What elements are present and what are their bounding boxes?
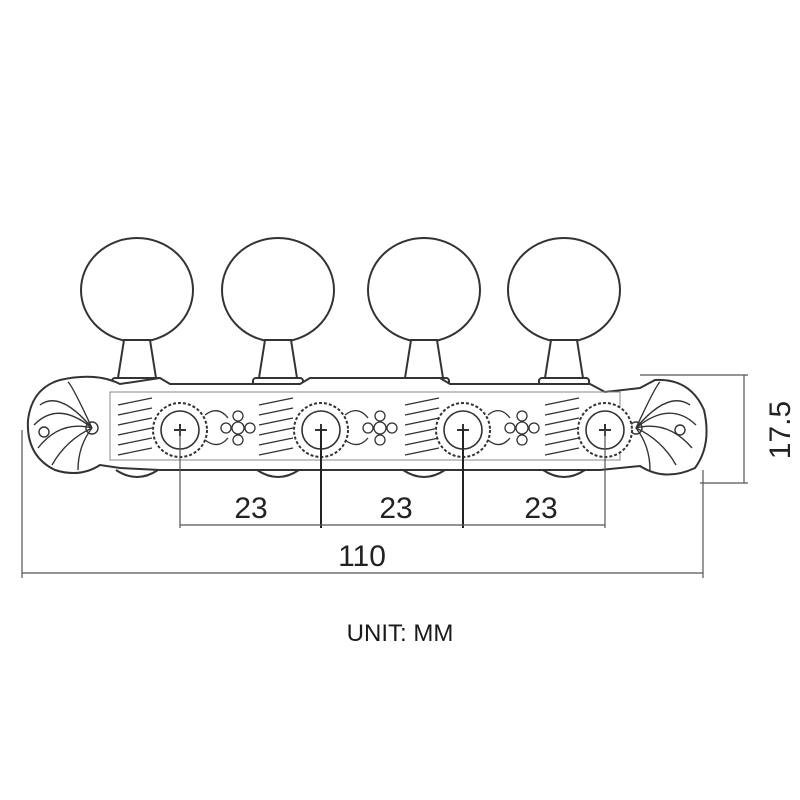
- left-fan-ornament: [33, 381, 99, 471]
- floral-ornaments: [204, 410, 540, 446]
- tuner-knob-1: [80, 237, 194, 389]
- tuner-knob-3: [367, 237, 481, 389]
- dimension-spacing-3: 23: [524, 492, 557, 525]
- gear-wheels: [152, 402, 633, 458]
- tuner-knob-4: [507, 237, 621, 389]
- dimension-total-length: 110: [338, 540, 386, 573]
- tuner-knob-2: [221, 237, 335, 389]
- dimension-lines: [21, 374, 748, 578]
- worm-gears: [117, 397, 580, 456]
- dimension-spacing-1: 23: [234, 492, 267, 525]
- tuner-knobs: [80, 237, 621, 389]
- dimension-height: 17.5: [764, 401, 797, 459]
- tuner-lower-stubs: [115, 469, 586, 478]
- unit-label: UNIT: MM: [346, 620, 454, 647]
- dimension-spacing-2: 23: [379, 492, 412, 525]
- right-fan-ornament: [629, 381, 697, 471]
